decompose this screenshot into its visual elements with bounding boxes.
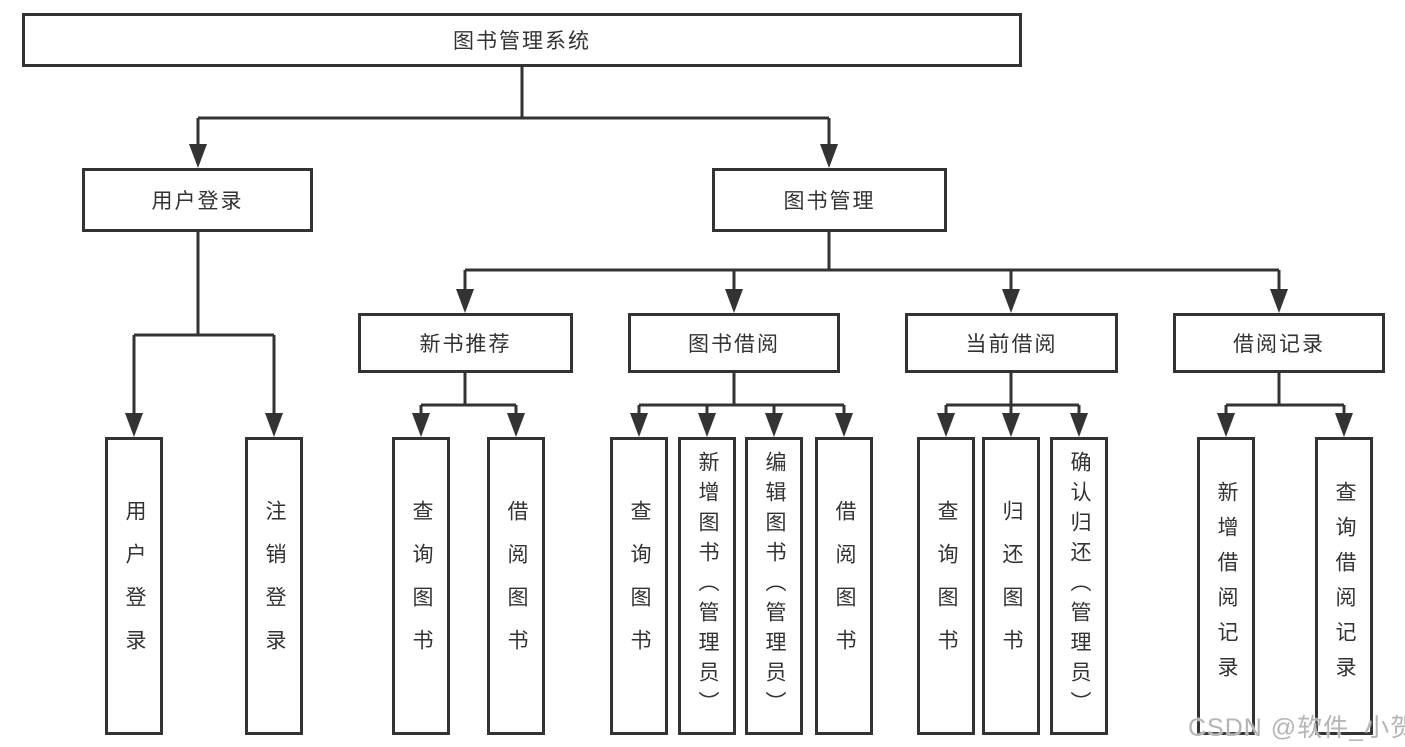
node-current-borrowing: 当前借阅 [905,313,1118,373]
node-leaf-query-books-recommend: 查询图书 [392,437,450,735]
node-new-book-recommend-label: 新书推荐 [419,333,512,356]
node-leaf-add-borrow-record-label: 新增借阅记录 [1215,481,1239,691]
connector-root-to-level2 [196,67,831,146]
node-user-login: 用户登录 [82,168,313,232]
node-leaf-edit-book-admin-label: 编辑图书（管理员） [763,451,787,721]
connector-borrowing-records-to-leaves [1224,373,1346,415]
node-leaf-query-borrow-record-label: 查询借阅记录 [1333,481,1357,691]
node-leaf-borrow-books-recommend: 借阅图书 [487,437,545,735]
node-leaf-confirm-return-admin-label: 确认归还（管理员） [1068,451,1092,721]
node-leaf-add-book-admin: 新增图书（管理员） [678,437,736,735]
connector-book-management-to-level3 [463,232,1281,291]
node-leaf-add-book-admin-label: 新增图书（管理员） [696,451,720,721]
connector-new-book-recommend-to-leaves [419,373,518,415]
node-leaf-user-login: 用户登录 [105,437,163,735]
connector-book-borrowing-to-leaves [637,373,846,415]
node-root-label: 图书管理系统 [453,30,591,53]
node-leaf-query-books-borrowing: 查询图书 [610,437,668,735]
node-book-borrowing-label: 图书借阅 [688,333,780,356]
node-leaf-confirm-return-admin: 确认归还（管理员） [1050,437,1108,735]
node-leaf-query-borrow-record: 查询借阅记录 [1315,437,1373,735]
node-borrowing-records: 借阅记录 [1173,313,1385,373]
node-current-borrowing-label: 当前借阅 [965,333,1058,356]
node-leaf-query-books-current: 查询图书 [917,437,975,735]
node-new-book-recommend: 新书推荐 [358,313,573,373]
node-leaf-add-borrow-record: 新增借阅记录 [1197,437,1255,735]
node-leaf-query-books-borrowing-label: 查询图书 [628,500,652,672]
node-leaf-query-books-current-label: 查询图书 [935,500,959,672]
node-book-borrowing: 图书借阅 [628,313,840,373]
csdn-watermark: CSDN @软件_小贺同学 [1188,714,1405,742]
node-leaf-borrow-books-borrowing: 借阅图书 [815,437,873,735]
connector-user-login-to-leaves [132,232,276,415]
node-book-management-label: 图书管理 [783,190,876,213]
node-leaf-user-login-label: 用户登录 [123,500,147,672]
node-borrowing-records-label: 借阅记录 [1233,333,1325,356]
node-leaf-return-books: 归还图书 [982,437,1040,735]
node-root: 图书管理系统 [22,13,1022,67]
node-leaf-borrow-books-borrowing-label: 借阅图书 [833,500,857,672]
node-leaf-query-books-recommend-label: 查询图书 [410,500,434,672]
node-leaf-logout: 注销登录 [245,437,303,735]
arrowheads [125,144,1353,437]
node-leaf-return-books-label: 归还图书 [1000,500,1024,672]
connector-current-borrowing-to-leaves [944,373,1081,415]
node-leaf-borrow-books-recommend-label: 借阅图书 [505,500,529,672]
node-leaf-edit-book-admin: 编辑图书（管理员） [745,437,803,735]
node-book-management: 图书管理 [712,168,947,232]
node-leaf-logout-label: 注销登录 [263,500,287,672]
node-user-login-label: 用户登录 [151,190,244,213]
